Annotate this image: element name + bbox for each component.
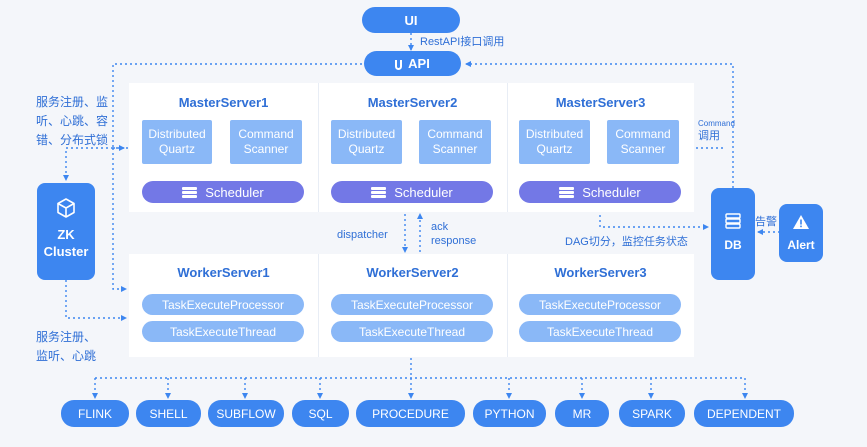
- task-type-tag: DEPENDENT: [694, 400, 794, 427]
- scheduler-bar: Scheduler: [142, 181, 304, 203]
- zk-note-bottom-line: 服务注册、: [36, 330, 97, 344]
- task-processor: TaskExecuteProcessor: [519, 294, 681, 315]
- db-label: DB: [724, 238, 742, 252]
- task-type-tag: SHELL: [136, 400, 201, 427]
- scheduler-label: Scheduler: [205, 184, 264, 200]
- command-call-label: Command 调用: [698, 117, 735, 143]
- scanner-label: Scanner: [243, 142, 289, 156]
- alarm-label: 告警: [755, 216, 777, 228]
- database-icon: [725, 213, 741, 229]
- warning-icon: [793, 215, 809, 229]
- alert-label: Alert: [787, 238, 815, 252]
- ui-node: UI: [362, 7, 460, 33]
- zk-note-top-line: 错、分布式锁: [36, 133, 109, 147]
- task-type-tag: FLINK: [61, 400, 129, 427]
- task-thread: TaskExecuteThread: [519, 321, 681, 342]
- worker-title: WorkerServer1: [177, 265, 270, 280]
- scheduler-label: Scheduler: [394, 184, 453, 200]
- quartz-label: Distributed: [337, 127, 396, 141]
- master-title: MasterServer3: [555, 95, 646, 110]
- ack-label: ack response: [431, 220, 476, 248]
- zk-label: ZK: [57, 227, 75, 242]
- api-label: API: [408, 56, 430, 71]
- scanner-label: Command: [427, 127, 483, 141]
- quartz-label: Quartz: [348, 142, 385, 156]
- task-type-tag: PYTHON: [473, 400, 546, 427]
- task-type-tag: SUBFLOW: [208, 400, 284, 427]
- zk-cluster-node: ZK Cluster: [37, 183, 95, 280]
- cube-icon: [57, 198, 75, 218]
- ack-line: ack: [431, 221, 449, 233]
- alert-node: Alert: [779, 204, 823, 262]
- api-node: API: [364, 51, 461, 76]
- db-node: DB: [711, 188, 755, 280]
- scanner-label: Command: [615, 127, 671, 141]
- task-processor: TaskExecuteProcessor: [331, 294, 493, 315]
- scheduler-bar: Scheduler: [519, 181, 681, 203]
- task-processor: TaskExecuteProcessor: [142, 294, 304, 315]
- scanner-label: Scanner: [432, 142, 478, 156]
- ack-line: response: [431, 235, 477, 247]
- command-call-line: 调用: [698, 130, 720, 142]
- worker-title: WorkerServer2: [366, 265, 459, 280]
- zk-label: Cluster: [43, 244, 89, 259]
- scheduler-label: Scheduler: [582, 184, 641, 200]
- task-thread: TaskExecuteThread: [142, 321, 304, 342]
- command-call-line: Command: [698, 119, 735, 128]
- zk-note-bottom: 服务注册、 监听、心跳: [36, 328, 96, 366]
- scheduler-bar: Scheduler: [331, 181, 493, 203]
- task-thread: TaskExecuteThread: [331, 321, 493, 342]
- scanner-label: Scanner: [620, 142, 666, 156]
- task-type-tag: MR: [555, 400, 609, 427]
- quartz-label: Quartz: [158, 142, 195, 156]
- master-title: MasterServer2: [367, 95, 458, 110]
- zk-note-top-line: 服务注册、监: [36, 95, 109, 109]
- database-icon: [559, 186, 575, 198]
- plug-icon: [395, 59, 403, 70]
- quartz-label: Quartz: [536, 142, 573, 156]
- quartz-label: Distributed: [525, 127, 584, 141]
- zk-note-top: 服务注册、监 听、心跳、容 错、分布式锁: [36, 93, 108, 150]
- dag-label: DAG切分，监控任务状态: [565, 236, 688, 248]
- task-type-tag: PROCEDURE: [356, 400, 465, 427]
- zk-note-top-line: 听、心跳、容: [36, 114, 109, 128]
- database-icon: [182, 186, 198, 198]
- restapi-label: RestAPI接口调用: [420, 36, 505, 48]
- task-type-tag: SQL: [292, 400, 349, 427]
- database-icon: [371, 186, 387, 198]
- quartz-label: Distributed: [148, 127, 206, 141]
- zk-note-bottom-line: 监听、心跳: [36, 349, 97, 363]
- ui-label: UI: [404, 12, 418, 28]
- master-title: MasterServer1: [178, 95, 269, 110]
- dispatcher-label: dispatcher: [337, 229, 388, 241]
- task-type-tag: SPARK: [619, 400, 685, 427]
- worker-title: WorkerServer3: [554, 265, 647, 280]
- scanner-label: Command: [238, 127, 294, 141]
